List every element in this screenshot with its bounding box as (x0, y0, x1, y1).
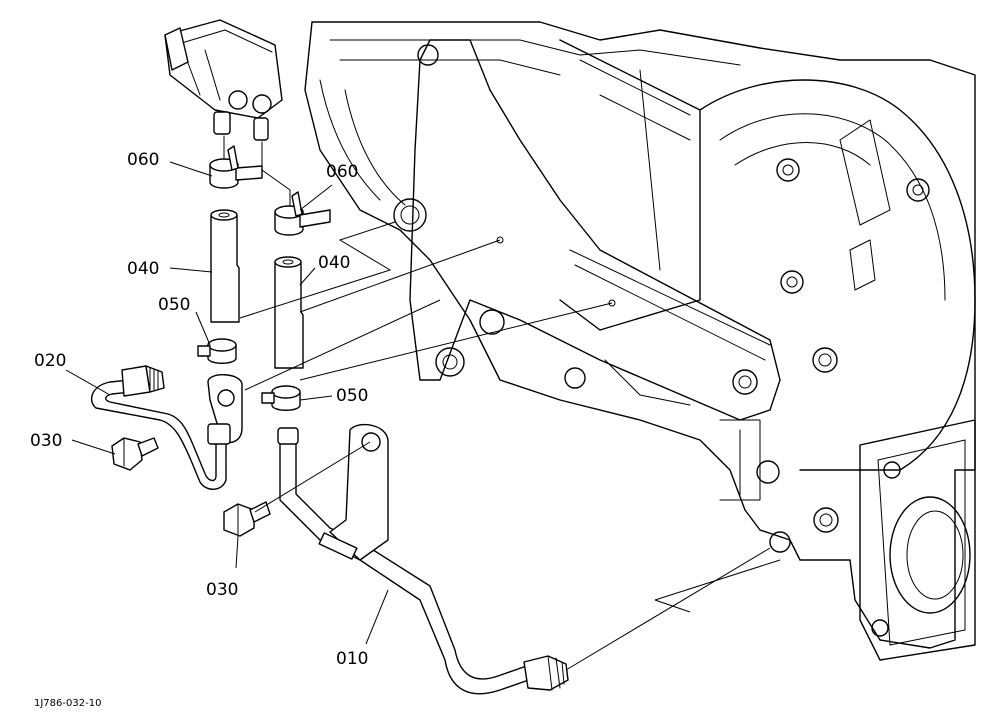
callout-040-left: 040 (127, 259, 159, 279)
assembly-lines (239, 221, 781, 671)
callout-050-right: 050 (336, 386, 368, 406)
drawing-code: 1J786-032-10 (34, 698, 101, 709)
clamp-060-right (274, 191, 331, 236)
callout-060-left: 060 (127, 150, 159, 170)
clamp-060-left (209, 145, 263, 189)
callout-030-lower: 030 (206, 580, 238, 600)
clamp-050-right (261, 385, 301, 411)
hose-040-right (274, 256, 304, 369)
pipe-010 (277, 423, 569, 695)
bolt-030-lower (223, 501, 271, 537)
callout-060-right: 060 (326, 162, 358, 182)
centerline-right (261, 141, 291, 206)
engine-housing (304, 21, 976, 661)
clamp-050-left (197, 338, 237, 364)
callout-050-left: 050 (158, 295, 190, 315)
callout-010: 010 (336, 649, 368, 669)
leader-lines (65, 161, 389, 645)
callout-020: 020 (34, 351, 66, 371)
bolt-030-upper (111, 437, 159, 471)
hose-040-left (210, 209, 240, 323)
pipe-020 (90, 365, 243, 490)
pressure-sensor (164, 19, 283, 141)
callout-030-upper: 030 (30, 431, 62, 451)
callout-040-right: 040 (318, 253, 350, 273)
